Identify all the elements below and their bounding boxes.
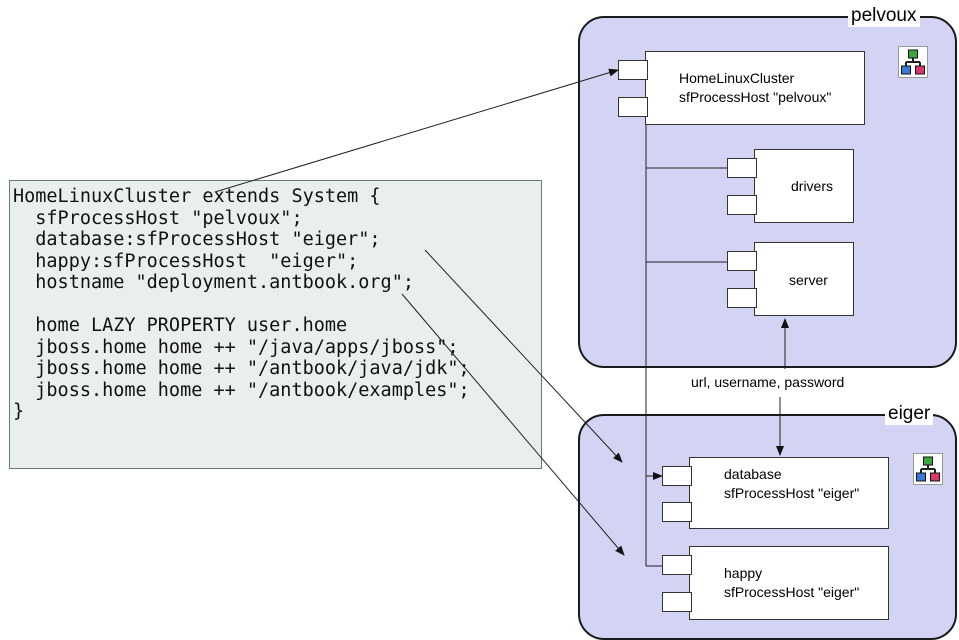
component-happy — [689, 546, 889, 620]
component-name: happy — [724, 565, 763, 581]
arrow-to-cluster — [214, 68, 619, 193]
component-label: happy sfProcessHost "eiger" — [724, 564, 859, 602]
code-line: HomeLinuxCluster extends System { — [13, 186, 381, 207]
code-line: } — [13, 401, 25, 422]
network-hierarchy-icon — [913, 453, 943, 485]
component-host: sfProcessHost "eiger" — [724, 485, 860, 501]
component-label: HomeLinuxCluster sfProcessHost "pelvoux" — [679, 69, 831, 107]
component-label: database sfProcessHost "eiger" — [724, 465, 859, 503]
code-line: database:sfProcessHost "eiger"; — [13, 229, 381, 250]
component-name: HomeLinuxCluster — [679, 70, 795, 86]
component-port — [662, 502, 692, 522]
component-server — [754, 242, 854, 316]
component-host: sfProcessHost "eiger" — [724, 584, 860, 600]
arrow-to-happy — [401, 293, 625, 556]
code-line: jboss.home home ++ "/java/apps/jboss"; — [13, 336, 459, 358]
component-home-linux-cluster — [645, 51, 865, 125]
code-line: hostname "deployment.antbook.org"; — [13, 272, 414, 293]
component-host: sfProcessHost "pelvoux" — [679, 89, 832, 105]
host-label-pelvoux: pelvoux — [848, 5, 920, 27]
component-port — [727, 288, 757, 308]
component-name: database — [724, 466, 782, 482]
component-label: server — [789, 272, 828, 288]
component-port — [727, 158, 757, 178]
component-drivers — [754, 149, 854, 223]
component-port — [662, 555, 692, 575]
code-line: jboss.home home ++ "/antbook/java/jdk"; — [13, 358, 470, 379]
component-port — [662, 592, 692, 612]
code-line: home LAZY PROPERTY user.home — [13, 315, 348, 336]
host-label-eiger: eiger — [885, 403, 934, 425]
component-database — [689, 457, 889, 529]
code-line: sfProcessHost "pelvoux"; — [13, 207, 303, 229]
code-line: happy:sfProcessHost "eiger"; — [13, 250, 359, 272]
network-hierarchy-icon — [898, 46, 928, 78]
code-listing: HomeLinuxCluster extends System { sfProc… — [13, 186, 470, 423]
component-port — [727, 251, 757, 271]
code-listing-panel — [9, 180, 542, 469]
component-port — [618, 97, 648, 117]
component-label: drivers — [791, 178, 834, 194]
connection-label: url, username, password — [691, 374, 845, 390]
arrow-to-database — [424, 249, 623, 463]
code-line: jboss.home home ++ "/antbook/examples"; — [13, 379, 470, 401]
component-port — [727, 195, 757, 215]
